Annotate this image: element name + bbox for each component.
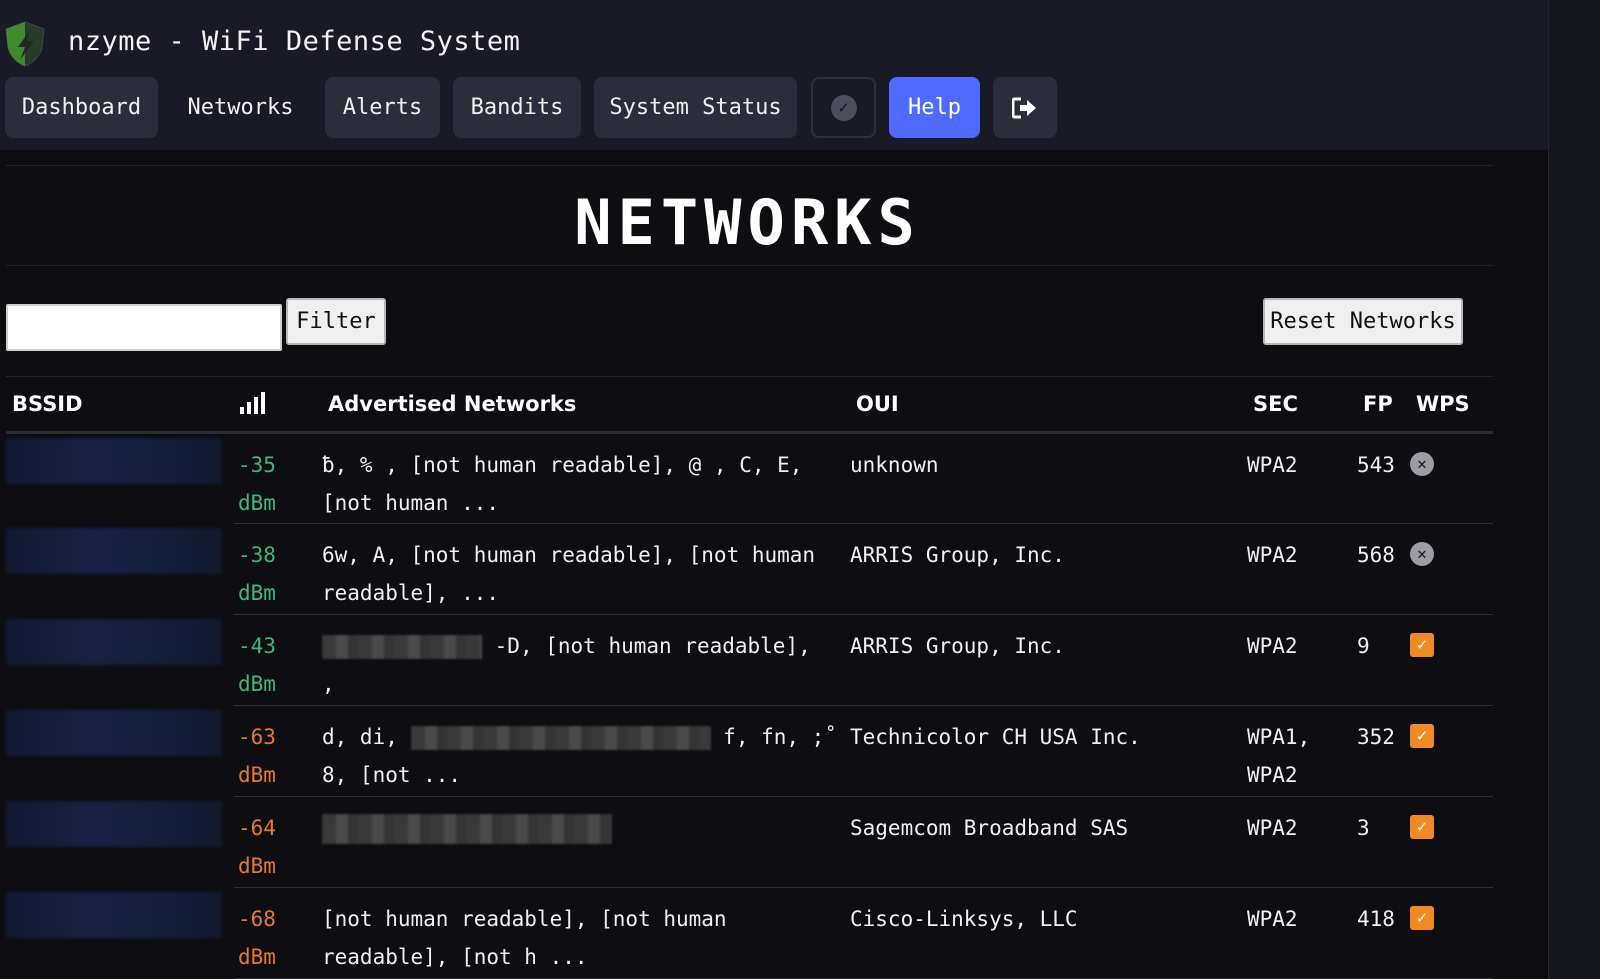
wps-disabled-icon: ✕: [1410, 542, 1434, 566]
redacted-bssid: [6, 438, 222, 484]
bssid-cell[interactable]: [6, 433, 234, 524]
oui-cell: ARRIS Group, Inc.: [850, 614, 1247, 706]
page-title: NETWORKS: [574, 186, 921, 259]
redacted-bssid: [6, 527, 222, 574]
redacted-bssid: [6, 891, 222, 938]
nav-dashboard[interactable]: Dashboard: [5, 77, 158, 138]
table-header-row: BSSID Advertised Networks OUI SEC FP WPS: [6, 376, 1493, 434]
system-health-button[interactable]: ✓: [811, 77, 876, 138]
security-cell: WPA2: [1247, 523, 1357, 615]
fingerprint-cell: 418: [1357, 887, 1410, 979]
app-title: nzyme - WiFi Defense System: [68, 26, 521, 57]
bssid-cell[interactable]: [6, 888, 234, 979]
nav-system-status[interactable]: System Status: [594, 77, 797, 138]
window-edge: [1548, 0, 1600, 979]
signal-bars-icon: [240, 391, 265, 414]
wps-enabled-checkbox-icon: ✓: [1410, 815, 1434, 839]
fingerprint-cell: 352: [1357, 705, 1410, 797]
filter-button[interactable]: Filter: [286, 298, 386, 345]
divider: [6, 265, 1493, 266]
fingerprint-cell: 568: [1357, 523, 1410, 615]
wps-cell: ✓: [1410, 887, 1493, 979]
oui-cell: ARRIS Group, Inc.: [850, 523, 1247, 615]
fingerprint-cell: 3: [1357, 796, 1410, 888]
redacted-ssid: [322, 814, 612, 844]
column-header-sec[interactable]: SEC: [1247, 376, 1357, 434]
filter-input[interactable]: [6, 304, 282, 351]
nav-bandits[interactable]: Bandits: [453, 77, 581, 138]
divider: [6, 165, 1493, 166]
advertised-networks-cell: 6w, A, [not human readable], [not human …: [322, 523, 850, 615]
wps-cell: ✓: [1410, 614, 1493, 706]
logout-button[interactable]: [993, 77, 1057, 138]
bssid-cell[interactable]: [6, 706, 234, 797]
oui-cell: Cisco-Linksys, LLC: [850, 887, 1247, 979]
wps-enabled-checkbox-icon: ✓: [1410, 724, 1434, 748]
advertised-networks-cell: ƀ, % , [not human readable], @ , C, E, […: [322, 432, 850, 524]
advertised-networks-cell: [not human readable], [not human readabl…: [322, 887, 850, 979]
wps-cell: ✕: [1410, 523, 1493, 615]
column-header-networks[interactable]: Advertised Networks: [322, 376, 850, 434]
wps-cell: ✕: [1410, 432, 1493, 524]
security-cell: WPA2: [1247, 432, 1357, 524]
redacted-bssid: [6, 800, 222, 847]
fingerprint-cell: 543: [1357, 432, 1410, 524]
networks-table: BSSID Advertised Networks OUI SEC FP WPS: [6, 376, 1493, 979]
wps-enabled-checkbox-icon: ✓: [1410, 906, 1434, 930]
nav-alerts[interactable]: Alerts: [325, 77, 440, 138]
security-cell: WPA2: [1247, 887, 1357, 979]
sign-out-icon: [1012, 97, 1036, 118]
security-cell: WPA2: [1247, 614, 1357, 706]
wps-enabled-checkbox-icon: ✓: [1410, 633, 1434, 657]
advertised-networks-cell: -D, [not human readable], ,: [322, 614, 850, 706]
redacted-ssid: [410, 726, 711, 750]
security-cell: WPA1, WPA2: [1247, 705, 1357, 797]
bssid-cell[interactable]: [6, 797, 234, 888]
nav-help[interactable]: Help: [889, 77, 980, 138]
shield-logo-icon: [5, 21, 45, 67]
nav-networks[interactable]: Networks: [187, 95, 294, 120]
oui-cell: unknown: [850, 432, 1247, 524]
reset-networks-button[interactable]: Reset Networks: [1263, 298, 1463, 345]
check-circle-icon: ✓: [830, 94, 857, 121]
column-header-fp[interactable]: FP: [1357, 376, 1410, 434]
redacted-bssid: [6, 618, 222, 665]
wps-cell: ✓: [1410, 796, 1493, 888]
oui-cell: Technicolor CH USA Inc.: [850, 705, 1247, 797]
column-header-signal[interactable]: [234, 376, 322, 434]
wps-disabled-icon: ✕: [1410, 452, 1434, 476]
redacted-ssid: [322, 635, 482, 659]
top-navbar: nzyme - WiFi Defense System Dashboard Ne…: [0, 0, 1548, 150]
redacted-bssid: [6, 709, 222, 756]
column-header-bssid[interactable]: BSSID: [6, 376, 234, 434]
column-header-oui[interactable]: OUI: [850, 376, 1247, 434]
advertised-networks-cell: [322, 796, 850, 888]
fingerprint-cell: 9: [1357, 614, 1410, 706]
bssid-cell[interactable]: [6, 615, 234, 706]
column-header-wps[interactable]: WPS: [1410, 376, 1493, 434]
advertised-networks-cell: d, di, f, fn, ;̊ 8, [not ...: [322, 705, 850, 797]
security-cell: WPA2: [1247, 796, 1357, 888]
bssid-cell[interactable]: [6, 524, 234, 615]
wps-cell: ✓: [1410, 705, 1493, 797]
oui-cell: Sagemcom Broadband SAS: [850, 796, 1247, 888]
